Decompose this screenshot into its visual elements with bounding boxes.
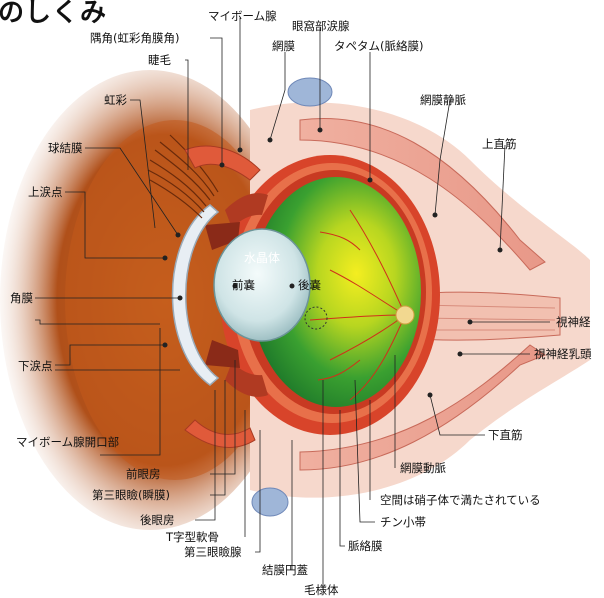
label-ciliary-body: 毛様体 [304,583,339,597]
leader-lines [35,18,550,590]
label-eyelash: 睫毛 [148,53,171,67]
cornea-shape [171,204,220,386]
optic-disc [395,305,415,325]
label-inferior-rectus: 下直筋 [488,428,523,442]
inferior-rectus-muscle [299,344,547,471]
label-meibomian-opening: マイボーム腺開口部 [16,435,120,449]
lower-eyelid [184,419,256,448]
vitreous-marker [304,306,328,330]
label-choroid: 脈絡膜 [348,539,383,553]
label-optic-nerve: 視神経 [556,315,591,329]
label-lower-punctum: 下涙点 [18,359,53,373]
label-anterior-capsule: 前嚢 [232,278,255,292]
iris-upper [205,222,240,250]
label-optic-papilla: 視神経乳頭 [534,347,592,361]
label-vitreous-space: 空間は硝子体で満たされている [380,493,541,507]
label-posterior-chamber: 後眼房 [140,513,175,527]
eyelashes [147,134,219,219]
leader-dots [162,127,503,398]
label-upper-punctum: 上涙点 [28,185,63,199]
page-title: のしくみ [0,0,108,28]
label-retinal-vein: 網膜静脈 [420,93,466,107]
label-anterior-chamber: 前眼房 [126,467,161,481]
label-retina: 網膜 [272,39,295,53]
label-conjunctiva: 球結膜 [48,141,83,155]
third-eyelid-gland [251,487,289,517]
lens-shape [213,228,311,342]
label-third-eyelid: 第三眼瞼(瞬膜) [92,488,170,502]
orbital-lacrimal-gland [287,77,333,107]
iris-lower [205,340,240,368]
label-meibomian-gland: マイボーム腺 [208,9,277,23]
label-iridocorneal-angle: 隅角(虹彩角膜角) [90,31,180,45]
label-orbital-lacrimal-gland: 眼窩部涙腺 [292,19,350,33]
label-tapetum: タペタム(脈絡膜) [334,39,424,53]
label-lens: 水晶体 [244,251,281,265]
label-third-eyelid-gland: 第三眼瞼腺 [184,545,242,559]
ciliary-body-lower [225,362,268,397]
superior-rectus-muscle [299,118,546,271]
optic-nerve [404,291,561,341]
label-iris: 虹彩 [104,93,127,107]
label-t-cartilage: T字型軟骨 [166,530,220,544]
fundus [251,177,421,407]
label-retinal-artery: 網膜動脈 [400,461,446,475]
label-superior-rectus: 上直筋 [482,137,517,151]
label-cornea: 角膜 [10,291,33,305]
label-zonule: チン小帯 [380,515,426,529]
label-conjunctival-fornix: 結膜円蓋 [262,563,308,577]
ciliary-body-upper [225,193,268,228]
label-posterior-capsule: 後嚢 [298,278,321,292]
